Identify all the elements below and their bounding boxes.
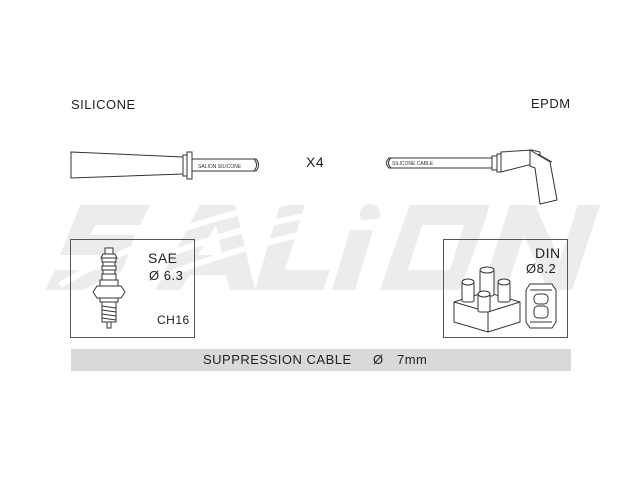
spark-plug-icon [92, 247, 126, 329]
din-terminal-box: DIN Ø8.2 [443, 239, 568, 338]
angled-boot-cable: SILICONE CABLE [386, 149, 558, 205]
right-cable-section [386, 157, 493, 169]
sae-label: SAE [148, 250, 178, 266]
quantity-label: X4 [306, 154, 325, 170]
epdm-label: EPDM [531, 96, 571, 111]
cable-size-label: 7mm [397, 352, 428, 367]
din-terminal-icon [525, 283, 557, 329]
rubber-boot-body [70, 151, 184, 179]
boot-collar-2 [186, 151, 193, 180]
sae-terminal-box: SAE Ø 6.3 CH16 [70, 239, 195, 338]
diameter-symbol: Ø [373, 352, 384, 367]
right-cable-print: SILICONE CABLE [392, 161, 434, 167]
distributor-cap-icon [453, 266, 521, 333]
cable-section [191, 158, 259, 172]
boot-collar-1 [182, 154, 188, 177]
salion-watermark-logo [45, 192, 600, 308]
angled-boot-body [529, 149, 558, 205]
right-boot-collar-2 [496, 153, 502, 173]
suppression-cable-label: SUPPRESSION CABLE [203, 352, 352, 367]
hex-size-label: CH16 [157, 313, 190, 327]
sae-diameter-label: Ø 6.3 [149, 268, 184, 283]
right-boot-collar-1 [491, 155, 498, 171]
din-label: DIN [535, 245, 561, 261]
suppression-cable-band: SUPPRESSION CABLE Ø 7mm [71, 349, 571, 371]
din-diameter-label: Ø8.2 [526, 261, 557, 276]
left-cable-print: SALION SILICONE [198, 164, 242, 170]
silicone-label: SILICONE [71, 97, 136, 112]
straight-boot-cable: SALION SILICONE [70, 151, 259, 180]
